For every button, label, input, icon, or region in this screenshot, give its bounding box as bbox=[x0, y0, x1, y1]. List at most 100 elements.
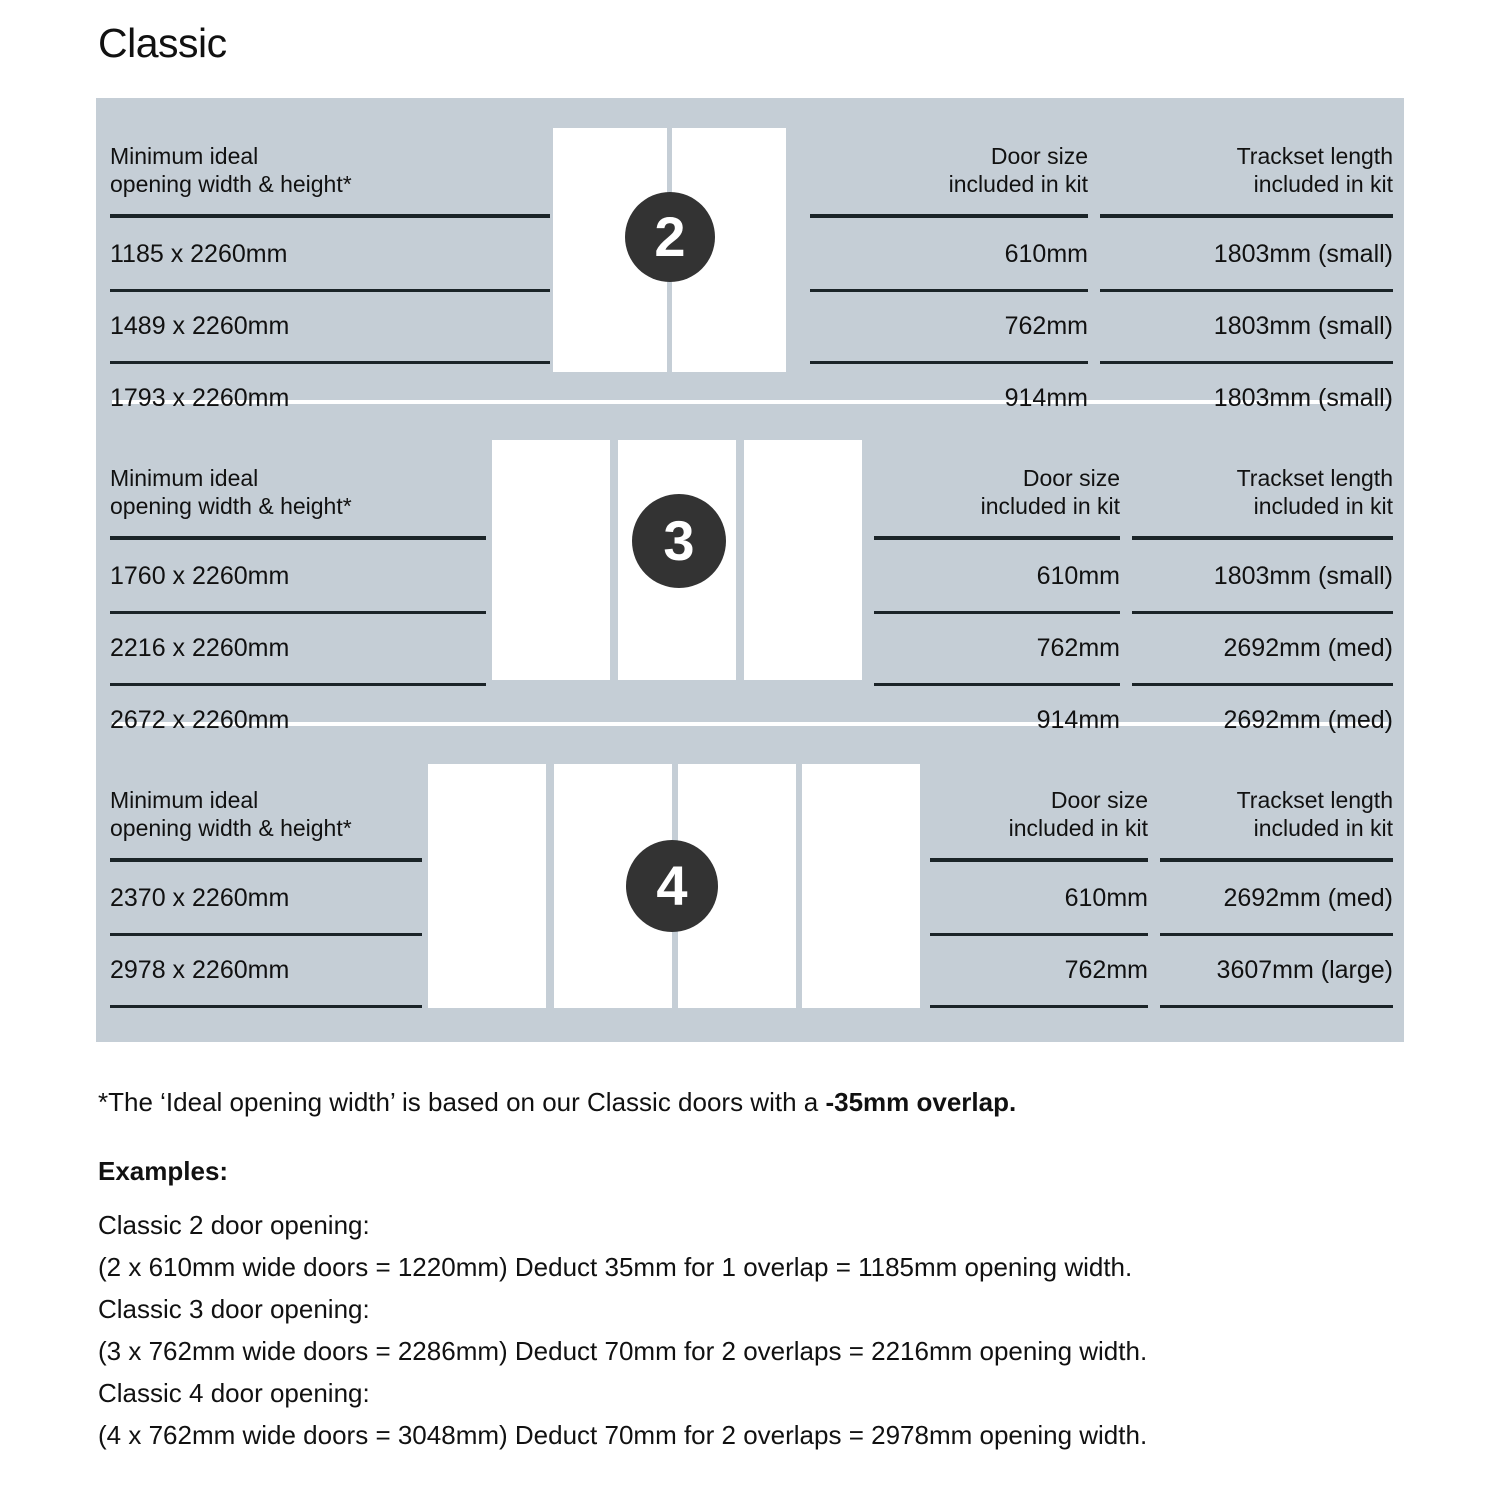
examples-list: Classic 2 door opening: (2 x 610mm wide … bbox=[98, 1204, 1438, 1456]
trackset-column-4door: Trackset length included in kit 2692mm (… bbox=[1160, 786, 1393, 1008]
column-header-door-size: Door size included in kit bbox=[948, 143, 1088, 197]
section-divider-2 bbox=[112, 722, 1388, 726]
column-rule bbox=[1100, 214, 1393, 218]
column-rule bbox=[1132, 536, 1393, 540]
column-header-door-size: Door size included in kit bbox=[980, 465, 1120, 519]
door-size-value: 914mm bbox=[1004, 384, 1088, 412]
kit-columns-2door: Door size included in kit 610mm 762mm 91… bbox=[810, 142, 1393, 411]
column-rule bbox=[110, 858, 422, 862]
row-rule-closing bbox=[1160, 1005, 1393, 1008]
door-panel bbox=[744, 440, 862, 680]
row-rule bbox=[1132, 611, 1393, 614]
door-size-column-4door: Door size included in kit 610mm 762mm bbox=[930, 786, 1160, 1008]
door-diagram-4 bbox=[428, 764, 920, 1008]
opening-size-value: 2672 x 2260mm bbox=[110, 706, 290, 734]
row-rule bbox=[930, 933, 1148, 936]
opening-size-value: 2978 x 2260mm bbox=[110, 956, 290, 984]
example-line: (3 x 762mm wide doors = 2286mm) Deduct 7… bbox=[98, 1336, 1148, 1366]
footnote-emphasis: -35mm overlap. bbox=[825, 1087, 1017, 1117]
door-size-column-2door: Door size included in kit 610mm 762mm 91… bbox=[810, 142, 1100, 411]
row-rule bbox=[110, 289, 550, 292]
opening-size-column-3door: Minimum ideal opening width & height* 17… bbox=[110, 464, 486, 733]
trackset-value: 3607mm (large) bbox=[1216, 956, 1393, 984]
row-rule bbox=[110, 683, 486, 686]
door-panel bbox=[492, 440, 610, 680]
trackset-value: 2692mm (med) bbox=[1223, 884, 1394, 912]
column-header-trackset: Trackset length included in kit bbox=[1236, 465, 1393, 519]
opening-size-column-2door: Minimum ideal opening width & height* 11… bbox=[110, 142, 550, 411]
kit-columns-4door: Door size included in kit 610mm 762mm Tr… bbox=[930, 786, 1393, 1008]
row-rule bbox=[110, 611, 486, 614]
row-rule bbox=[874, 611, 1120, 614]
row-rule-closing bbox=[930, 1005, 1148, 1008]
trackset-value: 1803mm (small) bbox=[1213, 240, 1393, 268]
example-line: Classic 2 door opening: bbox=[98, 1210, 370, 1240]
column-header-trackset: Trackset length included in kit bbox=[1236, 787, 1393, 841]
trackset-value: 1803mm (small) bbox=[1213, 562, 1393, 590]
example-line: Classic 3 door opening: bbox=[98, 1294, 370, 1324]
example-line: (2 x 610mm wide doors = 1220mm) Deduct 3… bbox=[98, 1252, 1133, 1282]
column-rule bbox=[110, 536, 486, 540]
row-rule bbox=[1160, 933, 1393, 936]
door-size-column-3door: Door size included in kit 610mm 762mm 91… bbox=[874, 464, 1132, 733]
section-classic-2-door: Minimum ideal opening width & height* 11… bbox=[96, 98, 1404, 411]
column-header-trackset: Trackset length included in kit bbox=[1236, 143, 1393, 197]
column-header-opening-size: Minimum ideal opening width & height* bbox=[110, 465, 352, 519]
door-count-badge-2: 2 bbox=[625, 192, 715, 282]
row-rule bbox=[810, 361, 1088, 364]
door-count-badge-4: 4 bbox=[626, 840, 718, 932]
row-rule bbox=[110, 933, 422, 936]
example-line: (4 x 762mm wide doors = 3048mm) Deduct 7… bbox=[98, 1420, 1148, 1450]
row-rule bbox=[1100, 289, 1393, 292]
opening-size-column-4door: Minimum ideal opening width & height* 23… bbox=[110, 786, 422, 1008]
column-header-opening-size: Minimum ideal opening width & height* bbox=[110, 787, 352, 841]
page-title: Classic bbox=[98, 20, 227, 66]
opening-size-value: 1760 x 2260mm bbox=[110, 562, 290, 590]
section-classic-3-door: Minimum ideal opening width & height* 17… bbox=[96, 420, 1404, 733]
door-gap bbox=[610, 440, 618, 680]
column-rule bbox=[930, 858, 1148, 862]
door-size-value: 762mm bbox=[1064, 956, 1148, 984]
examples-heading: Examples: bbox=[98, 1156, 229, 1186]
door-size-value: 610mm bbox=[1004, 240, 1088, 268]
row-rule bbox=[874, 683, 1120, 686]
overlap-footnote: *The ‘Ideal opening width’ is based on o… bbox=[98, 1086, 1016, 1118]
spec-card: Minimum ideal opening width & height* 11… bbox=[96, 98, 1404, 1042]
column-rule bbox=[1160, 858, 1393, 862]
door-size-value: 914mm bbox=[1036, 706, 1120, 734]
row-rule-closing bbox=[110, 1005, 422, 1008]
opening-size-value: 1793 x 2260mm bbox=[110, 384, 290, 412]
door-size-value: 610mm bbox=[1064, 884, 1148, 912]
door-size-value: 762mm bbox=[1036, 634, 1120, 662]
trackset-value: 1803mm (small) bbox=[1213, 312, 1393, 340]
column-rule bbox=[874, 536, 1120, 540]
section-classic-4-door: Minimum ideal opening width & height* 23… bbox=[96, 742, 1404, 1042]
column-rule bbox=[810, 214, 1088, 218]
example-line: Classic 4 door opening: bbox=[98, 1378, 370, 1408]
opening-size-value: 1489 x 2260mm bbox=[110, 312, 290, 340]
trackset-value: 2692mm (med) bbox=[1223, 634, 1394, 662]
row-rule bbox=[1100, 361, 1393, 364]
column-header-door-size: Door size included in kit bbox=[1008, 787, 1148, 841]
kit-columns-3door: Door size included in kit 610mm 762mm 91… bbox=[874, 464, 1393, 733]
trackset-value: 1803mm (small) bbox=[1213, 384, 1393, 412]
door-size-value: 762mm bbox=[1004, 312, 1088, 340]
opening-size-value: 2216 x 2260mm bbox=[110, 634, 290, 662]
door-count-badge-3: 3 bbox=[632, 494, 726, 588]
trackset-value: 2692mm (med) bbox=[1223, 706, 1394, 734]
column-rule bbox=[110, 214, 550, 218]
footnote-text: *The ‘Ideal opening width’ is based on o… bbox=[98, 1087, 826, 1117]
row-rule bbox=[110, 361, 550, 364]
door-panel bbox=[802, 764, 920, 1008]
door-size-value: 610mm bbox=[1036, 562, 1120, 590]
row-rule bbox=[1132, 683, 1393, 686]
door-gap bbox=[736, 440, 744, 680]
trackset-column-2door: Trackset length included in kit 1803mm (… bbox=[1100, 142, 1393, 411]
door-panel bbox=[428, 764, 546, 1008]
opening-size-value: 1185 x 2260mm bbox=[110, 240, 288, 268]
section-divider-1 bbox=[112, 400, 1388, 404]
trackset-column-3door: Trackset length included in kit 1803mm (… bbox=[1132, 464, 1393, 733]
door-gap bbox=[546, 764, 554, 1008]
row-rule bbox=[810, 289, 1088, 292]
column-header-opening-size: Minimum ideal opening width & height* bbox=[110, 143, 352, 197]
